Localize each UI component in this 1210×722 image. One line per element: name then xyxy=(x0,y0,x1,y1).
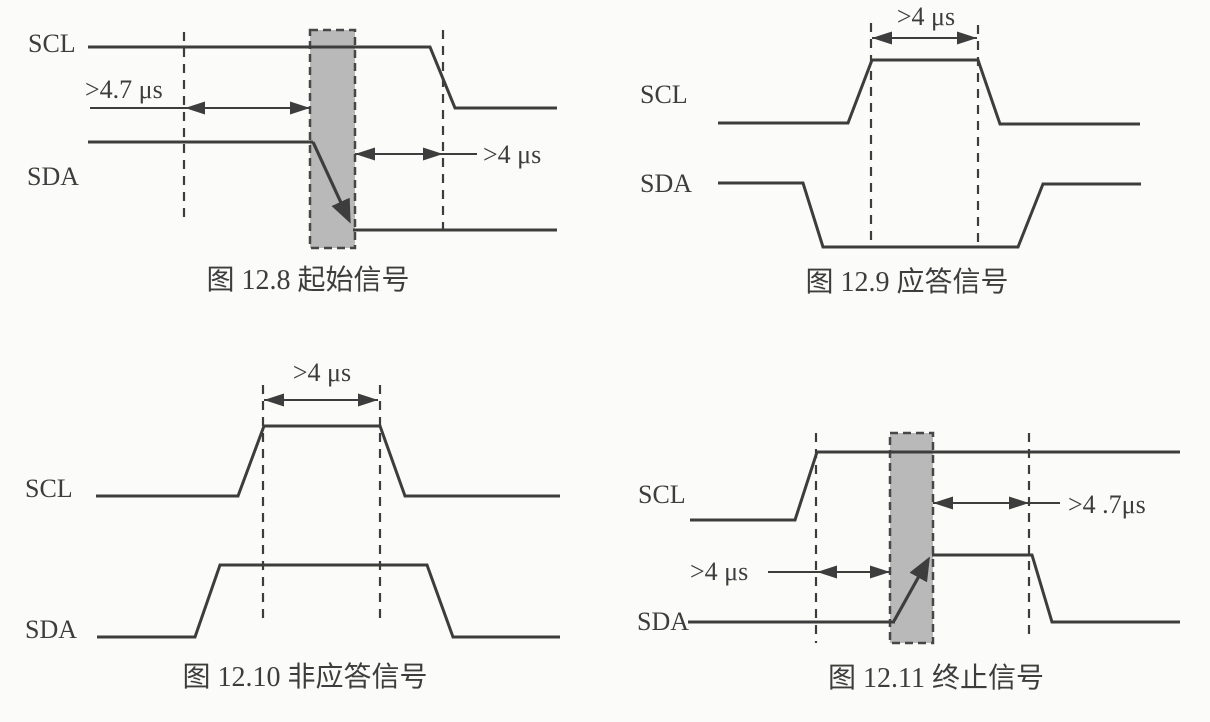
arrow-right-head xyxy=(1009,496,1029,510)
arrow-right-head xyxy=(957,31,977,45)
scl-waveform xyxy=(96,424,560,498)
arrow-left-head xyxy=(872,31,892,45)
timing-label: >4 .7μs xyxy=(1068,490,1146,519)
timing-label: >4 μs xyxy=(897,2,955,31)
figure-stop-signal: SCL SDA >4 μs >4 .7μs 图 12.11 终止信号 xyxy=(637,431,1180,694)
sda-transition-arrow xyxy=(892,556,930,622)
arrow-left-head xyxy=(355,147,375,161)
figure-caption: 图 12.11 终止信号 xyxy=(828,662,1044,694)
arrow-right-head xyxy=(358,393,378,407)
scl-label: SCL xyxy=(28,29,76,58)
sda-waveform xyxy=(718,181,1141,249)
arrow-left-head xyxy=(933,496,953,510)
timing-label: >4.7 μs xyxy=(85,75,163,104)
scl-waveform xyxy=(690,450,1180,522)
arrow-right-head xyxy=(423,147,443,161)
figure-ack-signal: SCL SDA >4 μs 图 12.9 应答信号 xyxy=(640,2,1141,298)
figure-caption: 图 12.9 应答信号 xyxy=(805,266,1008,298)
arrow-left-head xyxy=(185,101,205,115)
arrow-left-head xyxy=(817,565,837,579)
sda-label: SDA xyxy=(27,162,79,191)
scl-waveform xyxy=(88,45,557,110)
timing-label: >4 μs xyxy=(483,140,541,169)
hold-window-shade xyxy=(888,431,935,645)
sda-label: SDA xyxy=(637,607,689,636)
sda-label: SDA xyxy=(640,169,692,198)
scl-label: SCL xyxy=(640,80,688,109)
sda-waveform xyxy=(932,553,1180,624)
scl-waveform xyxy=(718,58,1140,126)
timing-label: >4 μs xyxy=(690,557,748,586)
scl-label: SCL xyxy=(25,474,73,503)
arrow-left-head xyxy=(264,393,284,407)
figure-caption: 图 12.8 起始信号 xyxy=(206,264,409,296)
figure-start-signal: SCL SDA >4.7 μs >4 μs 图 12.8 起始信号 xyxy=(27,28,557,296)
arrow-right-head xyxy=(290,101,310,115)
sda-waveform xyxy=(97,563,560,639)
timing-label: >4 μs xyxy=(293,358,351,387)
figure-caption: 图 12.10 非应答信号 xyxy=(182,661,427,693)
scl-label: SCL xyxy=(638,480,686,509)
sda-transition-arrow xyxy=(311,141,351,224)
figure-nack-signal: SCL SDA >4 μs 图 12.10 非应答信号 xyxy=(25,358,560,693)
arrow-right-head xyxy=(870,565,890,579)
sda-label: SDA xyxy=(25,615,77,644)
